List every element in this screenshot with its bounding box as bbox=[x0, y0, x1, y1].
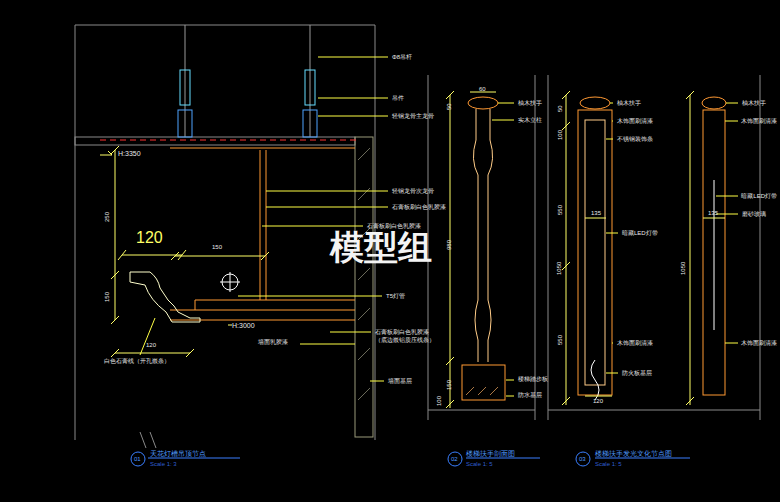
note: 磨砂玻璃 bbox=[742, 211, 766, 217]
note: 防火板基层 bbox=[622, 370, 652, 376]
note: 不锈钢装饰条 bbox=[617, 136, 653, 142]
note: 墙面基层 bbox=[388, 378, 412, 384]
dimension: 50 bbox=[557, 105, 563, 112]
note: 木饰面刷清漆 bbox=[617, 340, 653, 346]
watermark: 模型组 bbox=[330, 230, 432, 264]
dimension: 1050 bbox=[556, 262, 562, 275]
note: 轻钢龙骨主龙骨 bbox=[392, 113, 434, 119]
dimension: 100 bbox=[436, 396, 442, 406]
note: 吊件 bbox=[392, 95, 404, 101]
note: （底边嵌铝质压线条） bbox=[375, 337, 435, 343]
note: 石膏板刷白色乳胶漆 bbox=[367, 223, 421, 229]
dimension: 250 bbox=[104, 212, 110, 222]
scale: Scale 1: 5 bbox=[595, 461, 622, 467]
callout-number: 01 bbox=[134, 456, 141, 462]
note: 暗藏LED灯带 bbox=[741, 193, 777, 199]
dimension: 50 bbox=[446, 103, 452, 110]
dimension: 980 bbox=[446, 240, 452, 250]
scale: Scale 1: 3 bbox=[150, 461, 177, 467]
dimension: 60 bbox=[479, 86, 486, 92]
note: 实木立柱 bbox=[518, 117, 542, 123]
note: 楼梯踏步板 bbox=[518, 376, 548, 382]
dimension: 1050 bbox=[680, 262, 686, 275]
dimension: 135 bbox=[708, 210, 718, 216]
dimension: 135 bbox=[591, 210, 601, 216]
dimension: 550 bbox=[557, 335, 563, 345]
note: 木饰面刷清漆 bbox=[741, 118, 777, 124]
note: 轻钢龙骨次龙骨 bbox=[392, 188, 434, 194]
note: 木饰面刷清漆 bbox=[617, 118, 653, 124]
dimension: 120 bbox=[593, 398, 603, 404]
callout-number: 03 bbox=[579, 456, 586, 462]
scale: Scale 1: 5 bbox=[466, 461, 493, 467]
note: 白色石膏线（开孔嵌条） bbox=[104, 358, 170, 364]
dimension: 100 bbox=[557, 130, 563, 140]
dimension: 120 bbox=[136, 230, 163, 246]
caption: 楼梯扶手发光文化节点图 bbox=[595, 450, 672, 457]
note: 石膏板刷白色乳胶漆 bbox=[392, 204, 446, 210]
note: 木饰面刷清漆 bbox=[741, 340, 777, 346]
dimension: 150 bbox=[104, 292, 110, 302]
note: T5灯管 bbox=[386, 293, 405, 299]
note: Φ8吊杆 bbox=[392, 54, 412, 60]
note: 暗藏LED灯带 bbox=[622, 230, 658, 236]
callout-number: 02 bbox=[451, 456, 458, 462]
dimension: 150 bbox=[446, 380, 452, 390]
note: 柚木扶手 bbox=[617, 100, 641, 106]
note: 墙面乳胶漆 bbox=[258, 339, 288, 345]
caption: 楼梯扶手剖面图 bbox=[466, 450, 515, 457]
dimension: 150 bbox=[212, 244, 222, 250]
dimension: 120 bbox=[146, 342, 156, 348]
note: 石膏板刷白色乳胶漆 bbox=[375, 329, 429, 335]
note: 防水基层 bbox=[518, 392, 542, 398]
caption: 天花灯槽吊顶节点 bbox=[150, 450, 206, 457]
note: 柚木扶手 bbox=[518, 100, 542, 106]
note: 柚木扶手 bbox=[742, 100, 766, 106]
dimension: 550 bbox=[557, 205, 563, 215]
elevation: H:3000 bbox=[232, 322, 255, 329]
elevation: H:3350 bbox=[118, 150, 141, 157]
